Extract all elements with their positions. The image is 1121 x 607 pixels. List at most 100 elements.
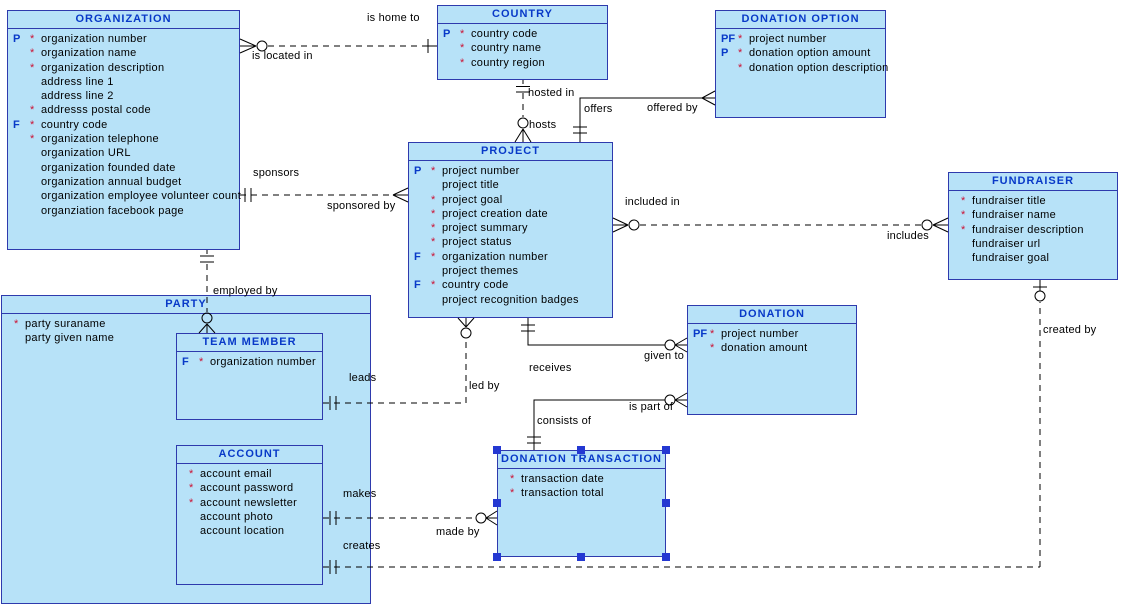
attribute-name: project number <box>442 165 520 177</box>
required-marker: * <box>738 33 743 45</box>
relationship-label-makes: makes <box>343 488 377 500</box>
entity-fundraiser[interactable]: FUNDRAISER *fundraiser title *fundraiser… <box>948 172 1118 280</box>
key-flag <box>13 161 30 175</box>
required-marker: * <box>961 195 966 207</box>
relationship-label-made-by: made by <box>436 526 480 538</box>
key-flag <box>954 223 961 237</box>
attribute-row: *organization description <box>8 61 239 75</box>
attribute-row: project recognition badges <box>409 293 612 307</box>
relationship-label-includes: includes <box>887 230 929 242</box>
required-marker <box>961 237 972 251</box>
selection-handle[interactable] <box>662 446 670 454</box>
required-marker <box>30 204 41 218</box>
attribute-name: transaction total <box>521 487 604 500</box>
attribute-row: *project summary <box>409 221 612 235</box>
attribute-row: PF*project number <box>716 32 885 46</box>
required-marker <box>431 178 442 192</box>
key-flag <box>414 264 431 278</box>
attribute-name: fundraiser description <box>972 223 1084 236</box>
attribute-name: project number <box>749 33 827 45</box>
key-flag <box>13 204 30 218</box>
attribute-name: project status <box>442 236 512 249</box>
entity-organization[interactable]: ORGANIZATION P*organization number *orga… <box>7 10 242 250</box>
entity-account[interactable]: ACCOUNT *account email *account password… <box>176 445 323 585</box>
required-marker: * <box>431 250 436 263</box>
required-marker <box>961 251 972 265</box>
selection-handle[interactable] <box>662 553 670 561</box>
required-marker: * <box>431 222 436 235</box>
attribute-name: project themes <box>442 265 519 278</box>
key-flag <box>414 293 431 307</box>
key-flag <box>414 178 431 192</box>
attribute-row: *project goal <box>409 193 612 207</box>
selection-handle[interactable] <box>577 446 585 454</box>
required-marker: * <box>431 207 436 220</box>
attribute-row: address line 2 <box>8 89 239 103</box>
entity-title: TEAM MEMBER <box>177 334 322 352</box>
attribute-row: *country region <box>438 56 607 70</box>
entity-donation[interactable]: DONATION PF*project number *donation amo… <box>687 305 857 415</box>
key-flag <box>13 75 30 89</box>
attribute-name: country code <box>471 28 538 40</box>
key-flag: P <box>414 165 422 177</box>
key-flag: F <box>13 118 20 131</box>
entity-country[interactable]: COUNTRY P*country code *country name *co… <box>437 5 608 80</box>
key-flag: F <box>414 250 421 263</box>
attribute-name: organization URL <box>41 147 131 160</box>
required-marker <box>30 161 41 175</box>
attribute-row: P*project number <box>409 164 612 178</box>
rel-account-fundraiser[interactable] <box>323 280 1047 574</box>
required-marker <box>30 189 41 203</box>
entity-title: COUNTRY <box>438 6 607 24</box>
attribute-row: party given name <box>2 331 370 345</box>
selection-handle[interactable] <box>493 446 501 454</box>
attribute-name: account password <box>200 482 294 495</box>
attribute-name: donation option amount <box>749 47 871 60</box>
attribute-row: F*organization number <box>409 250 612 264</box>
attribute-row: PF*project number <box>688 327 856 341</box>
required-marker: * <box>199 356 204 368</box>
attribute-row: account photo <box>177 510 322 524</box>
attribute-name: donation amount <box>721 342 808 355</box>
attribute-row: *project status <box>409 235 612 249</box>
selection-handle[interactable] <box>577 553 585 561</box>
attribute-row: F*country code <box>8 118 239 132</box>
attribute-name: organization employee volunteer count <box>41 190 242 203</box>
selection-handle[interactable] <box>493 499 501 507</box>
required-marker: * <box>189 468 194 480</box>
attribute-name: fundraiser name <box>972 209 1056 222</box>
required-marker: * <box>738 47 743 60</box>
key-flag <box>954 208 961 222</box>
attribute-name: organization number <box>41 33 147 45</box>
attribute-name: fundraiser goal <box>972 252 1050 265</box>
attribute-name: organization number <box>210 356 316 368</box>
key-flag <box>503 486 510 500</box>
entity-title: ORGANIZATION <box>8 11 239 29</box>
entity-title: ACCOUNT <box>177 446 322 464</box>
required-marker: * <box>189 496 194 509</box>
relationship-label-leads: leads <box>349 372 377 384</box>
entity-donation-option[interactable]: DONATION OPTION PF*project number P*dona… <box>715 10 888 118</box>
key-flag <box>414 193 431 207</box>
selection-handle[interactable] <box>662 499 670 507</box>
attribute-name: organization description <box>41 61 165 74</box>
selection-handle[interactable] <box>493 553 501 561</box>
key-flag <box>182 524 189 538</box>
attribute-name: project creation date <box>442 207 548 220</box>
key-flag <box>13 146 30 160</box>
attribute-name: account location <box>200 525 285 538</box>
attribute-row: F*country code <box>409 278 612 292</box>
attribute-row: *fundraiser name <box>949 208 1117 222</box>
attribute-row: P*country code <box>438 27 607 41</box>
entity-team-member[interactable]: TEAM MEMBER F*organization number <box>176 333 323 420</box>
attribute-name: account photo <box>200 510 274 523</box>
key-flag: P <box>721 47 729 60</box>
entity-donation-transaction[interactable]: DONATION TRANSACTION *transaction date *… <box>497 450 666 557</box>
attribute-row: F*organization number <box>177 355 322 369</box>
attribute-row: organization founded date <box>8 161 239 175</box>
entity-project[interactable]: PROJECT P*project number project title *… <box>408 142 613 318</box>
rel-project-donation[interactable] <box>521 318 688 353</box>
attribute-row: *transaction total <box>498 486 665 500</box>
rel-project-donation-option[interactable] <box>573 90 716 142</box>
attribute-row: organization employee volunteer count <box>8 189 242 203</box>
